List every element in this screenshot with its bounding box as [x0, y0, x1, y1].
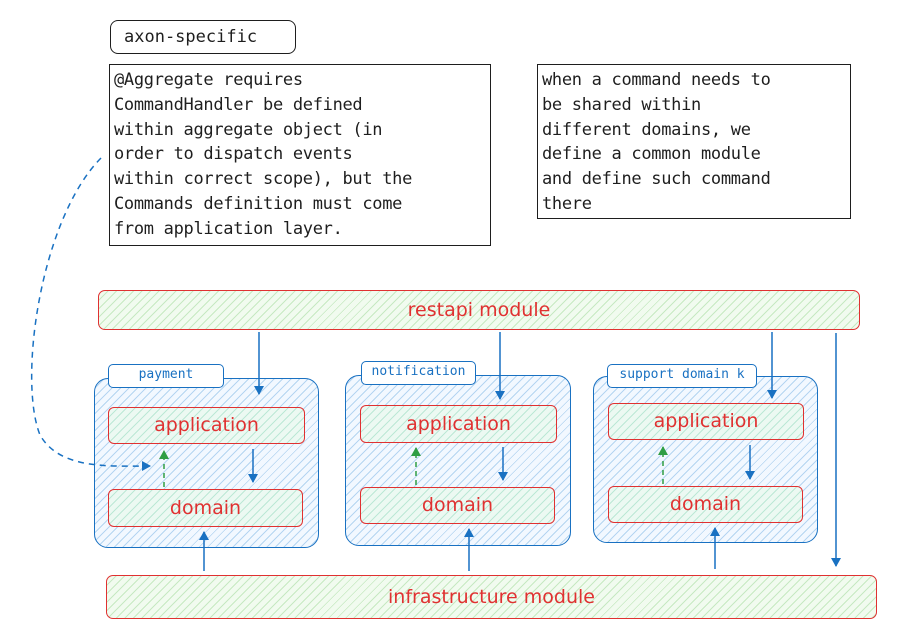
infrastructure-module: infrastructure module — [106, 575, 877, 619]
support-domain-k-application-layer: application — [608, 403, 804, 440]
aggregate-note: @Aggregate requires CommandHandler be de… — [109, 64, 491, 246]
shared-command-note: when a command needs to be shared within… — [537, 64, 851, 219]
payment-application-layer: application — [108, 407, 305, 444]
payment-domain-label: payment — [108, 364, 224, 388]
notification-application-layer: application — [360, 405, 557, 443]
support-domain-k-domain-layer: domain — [608, 486, 803, 523]
restapi-module: restapi module — [98, 290, 860, 330]
notification-domain-label: notification — [361, 361, 476, 385]
payment-domain-layer: domain — [108, 489, 303, 527]
support-domain-k-label: support domain k — [607, 364, 757, 388]
arrow-note-to-payment-aggregate — [30, 157, 151, 472]
notification-domain-layer: domain — [360, 487, 555, 524]
axon-specific-tag: axon-specific — [110, 20, 296, 54]
